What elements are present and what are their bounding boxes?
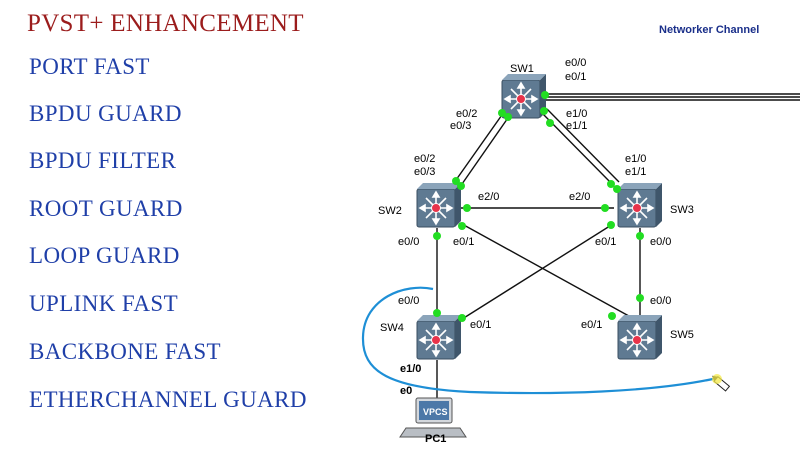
port-label: e0/0 (650, 295, 671, 307)
feature-uplink-fast[interactable]: UPLINK FAST (29, 291, 179, 316)
switch-sw4-icon[interactable] (416, 314, 462, 360)
switch-sw5-icon[interactable] (617, 314, 663, 360)
port-label: e2/0 (569, 191, 590, 203)
link-sw1-sw3-a (541, 112, 615, 187)
sw4-label: SW4 (380, 322, 404, 334)
link-sw1-sw2-b (461, 114, 511, 185)
port-label: e0/0 (398, 236, 419, 248)
page-title: PVST+ ENHANCEMENT (27, 10, 304, 37)
feature-bpdu-guard[interactable]: BPDU GUARD (29, 101, 182, 126)
port-label: e1/0 (400, 363, 421, 375)
port-label: e1/0 (566, 108, 587, 120)
link-sw1-sw2-a (455, 111, 505, 181)
port-label: e1/0 (625, 153, 646, 165)
port-label: e0/1 (453, 236, 474, 248)
pc1-label: PC1 (425, 433, 446, 445)
port-label: e0/0 (650, 236, 671, 248)
sw2-label: SW2 (378, 205, 402, 217)
port-label: e2/0 (478, 191, 499, 203)
feature-root-guard[interactable]: ROOT GUARD (29, 196, 183, 221)
feature-etherchannel-guard[interactable]: ETHERCHANNEL GUARD (29, 387, 307, 412)
port-label: e0/0 (565, 57, 586, 69)
sw3-label: SW3 (670, 204, 694, 216)
port-label: e1/1 (566, 120, 587, 132)
links (436, 108, 641, 398)
feature-bpdu-filter[interactable]: BPDU FILTER (29, 148, 177, 173)
sw1-uplinks (540, 93, 800, 101)
port-status-leds (433, 91, 644, 322)
feature-port-fast[interactable]: PORT FAST (29, 54, 150, 79)
link-sw2-sw5 (461, 223, 639, 322)
feature-backbone-fast[interactable]: BACKBONE FAST (29, 339, 221, 364)
annotation-curve (361, 286, 714, 395)
switch-sw2-icon[interactable] (416, 182, 462, 228)
port-label: e0/3 (450, 120, 471, 132)
feature-loop-guard[interactable]: LOOP GUARD (29, 243, 180, 268)
port-label: e0/2 (414, 153, 435, 165)
port-label: e0/1 (595, 236, 616, 248)
port-label: e0/0 (398, 295, 419, 307)
port-label: e0/3 (414, 166, 435, 178)
channel-name: Networker Channel (659, 24, 760, 36)
vpcs-label: VPCS (423, 407, 448, 417)
link-sw3-sw4 (458, 223, 614, 322)
pc1-icon[interactable]: VPCS (399, 397, 467, 438)
switch-sw3-icon[interactable] (617, 182, 663, 228)
link-sw1-sw3-b (546, 108, 620, 183)
port-label: e0/1 (581, 319, 602, 331)
port-label: e0 (400, 385, 412, 397)
sw1-label: SW1 (510, 63, 534, 75)
port-label: e0/1 (565, 71, 586, 83)
port-label: e0/1 (470, 319, 491, 331)
port-label: e0/2 (456, 108, 477, 120)
sw5-label: SW5 (670, 329, 694, 341)
port-label: e1/1 (625, 166, 646, 178)
switch-sw1-icon[interactable] (501, 73, 547, 119)
